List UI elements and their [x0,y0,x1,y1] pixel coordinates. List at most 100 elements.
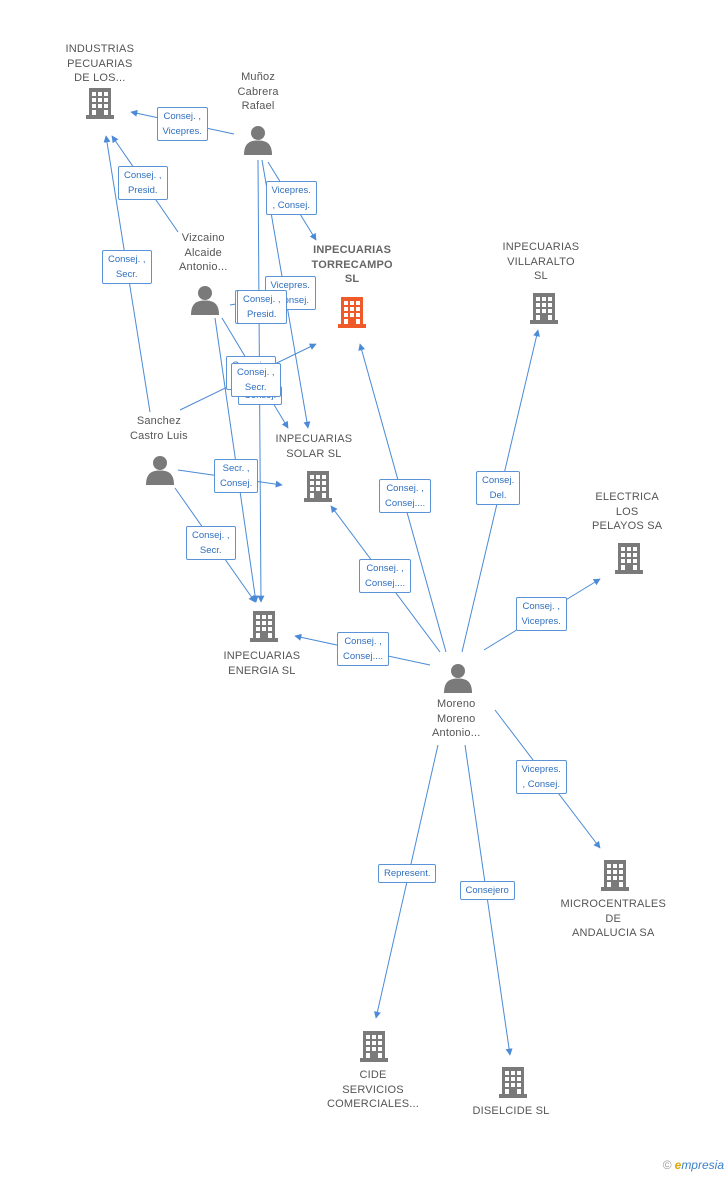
energia-building-icon[interactable] [250,611,278,642]
node-label-line: MICROCENTRALES [560,898,666,910]
node-label-line: Muñoz [241,71,276,83]
node-label-line: DE [605,912,622,925]
node-label-line: ENERGIA SL [228,664,296,677]
node-label-electrica[interactable]: ELECTRICA LOS PELAYOS SA [592,490,662,534]
industrias-building-icon[interactable] [86,88,114,119]
node-label-line: DISELCIDE SL [472,1105,550,1117]
copyright-symbol: © [662,1158,672,1172]
microcentrales-building-icon[interactable] [601,860,629,891]
edge-label-vizcaino-to-industrias[interactable]: Consej. , Presid. [118,166,168,200]
node-label-line: Sanchez [136,415,182,427]
edge-label-moreno-to-electrica[interactable]: Consej. , Vicepres. [515,597,567,631]
edge-label-moreno-to-energia[interactable]: Consej. , Consej.... [337,632,390,666]
node-label-line: Moreno [436,698,476,710]
node-label-line: PECUARIAS [67,57,133,70]
node-label-energia[interactable]: INPECUARIAS ENERGIA SL [224,649,301,678]
node-label-line: CIDE [359,1069,387,1081]
node-label-line: Castro Luis [130,429,188,442]
edge-label-sanchez-to-solar[interactable]: Secr. ,Consej. [214,459,259,493]
node-label-line: Rafael [241,100,275,112]
edge-label-moreno-to-diselcide[interactable]: Consejero [459,880,515,900]
torrecampo-building-icon[interactable] [338,297,366,328]
edge-role-text: Del. [489,490,507,501]
sanchez-person-icon[interactable] [146,456,174,485]
node-label-line: INPECUARIAS [313,244,392,256]
electrica-building-icon[interactable] [615,543,643,574]
edge-label-munoz-to-torrecampo[interactable]: Vicepres. , Consej. [265,181,317,215]
node-label-line: TORRECAMPO [311,258,393,271]
villaralto-building-icon[interactable] [530,293,558,324]
node-label-line: VILLARALTO [507,255,575,268]
edge-role-text: Consej. , [366,563,404,574]
edge-role-text: Consej. [482,475,515,486]
node-label-line: INPECUARIAS [275,433,353,445]
edge-role-text: Vicepres. [521,616,561,627]
edge-role-text: Secr. , [222,463,250,474]
edge-label-moreno-to-villaralto[interactable]: Consej. Del. [476,471,521,505]
edge-moreno-to-diselcide [464,744,513,1056]
edge-label-moreno-to-cide[interactable]: Represent. [378,863,437,883]
node-label-diselcide[interactable]: DISELCIDE SL [473,1104,550,1119]
node-label-line: ANDALUCIA SA [572,927,655,939]
node-label-line: Antonio... [432,727,481,739]
edge-label-sanchez-to-energia[interactable]: Consej. ,Secr. [186,526,236,560]
node-label-line: INPECUARIAS [502,241,580,253]
edge-label-moreno-to-microcentrales[interactable]: Vicepres. , Consej. [515,760,567,794]
edge-label-munoz-to-industrias[interactable]: Consej. ,Vicepres. [156,107,208,141]
munoz-person-icon[interactable] [244,126,272,155]
edge-label-moreno-to-solar[interactable]: Consej. , Consej.... [359,559,412,593]
node-label-line: SOLAR SL [286,447,342,460]
edge-role-text: Secr. [115,269,138,280]
edge-role-text: Vicepres. [270,280,310,291]
node-label-line: PELAYOS SA [592,520,663,532]
node-label-line: Moreno [436,712,476,725]
node-label-line: Antonio... [179,261,228,273]
edge-role-text: Consej.... [365,578,406,589]
edge-role-text: Vicepres. [162,126,202,137]
node-label-line: Cabrera [237,85,279,98]
edge-role-text: Consej. , [108,254,146,265]
node-label-line: LOS [615,505,639,518]
empresia-logo[interactable]: ©empresia [663,1158,724,1172]
node-label-line: Vizcaino [181,232,225,244]
edge-label-moreno-to-torrecampo[interactable]: Consej. ,Consej.... [379,479,432,513]
edge-role-text: Consej. , [344,636,382,647]
diselcide-building-icon[interactable] [499,1067,527,1098]
brand-name: mpresia [681,1158,724,1172]
edge-role-text: Secr. [244,382,267,393]
node-label-line: DE LOS... [74,72,126,84]
moreno-person-icon[interactable] [444,664,472,693]
solar-building-icon[interactable] [304,471,332,502]
node-label-microcentrales[interactable]: MICROCENTRALES DE ANDALUCIA SA [561,897,666,941]
edge-label-sanchez-to-industrias[interactable]: Consej. , Secr. [102,250,152,284]
cide-building-icon[interactable] [360,1031,388,1062]
node-label-solar[interactable]: INPECUARIAS SOLAR SL [276,432,353,461]
edge-role-text: Presid. [127,185,158,196]
edge-role-text: Secr. [199,545,222,556]
edge-role-text: Consej.... [343,651,384,662]
brand-initial: e [674,1158,682,1172]
edge-role-text: , Consej. [271,295,309,306]
edge-label-vizcaino-to-torrecampo[interactable]: Consej. ,Presid. [237,290,287,324]
edge-role-text: , Consej. [522,779,560,790]
vizcaino-person-icon[interactable] [191,286,219,315]
edge-role-text: Vicepres. [271,185,311,196]
edge-label-sanchez-to-torrecampo[interactable]: Consej. ,Secr. [231,363,281,397]
node-label-line: Alcaide [184,246,222,259]
edge-role-text: Consej. , [124,170,162,181]
edge-role-text: Presid. [246,309,277,320]
edge-role-text: Consej. , [522,601,560,612]
node-label-line: ELECTRICA [595,491,659,503]
edge-role-text: , Consej. [272,200,310,211]
edge-role-text: Consejero [465,884,509,896]
edge-role-text: Vicepres. [521,764,561,775]
node-label-line: INPECUARIAS [223,650,301,662]
